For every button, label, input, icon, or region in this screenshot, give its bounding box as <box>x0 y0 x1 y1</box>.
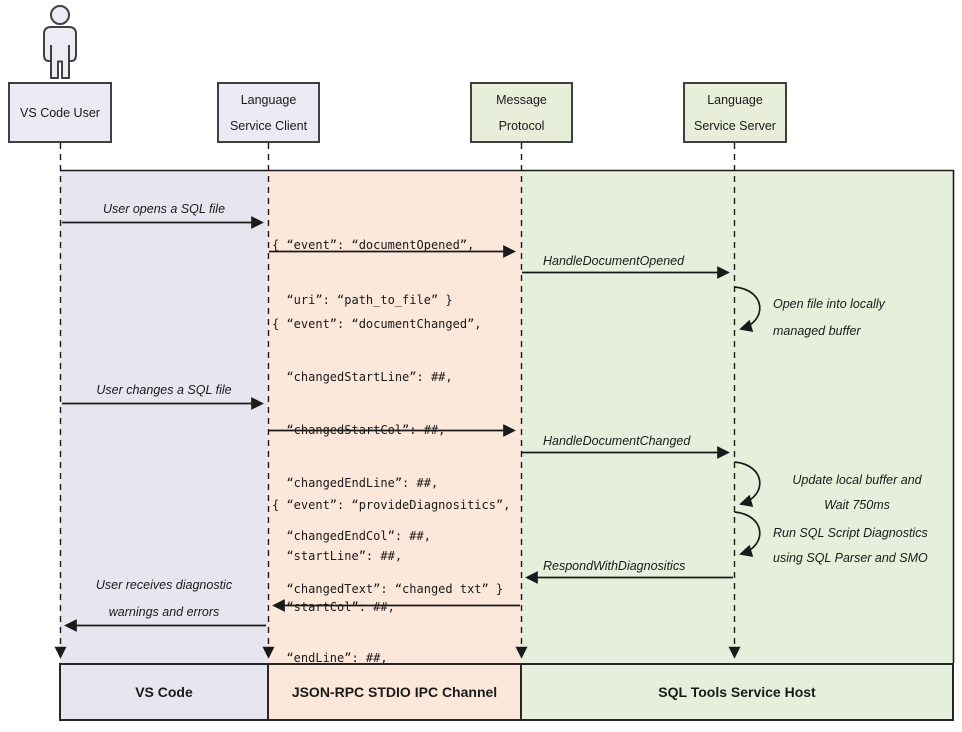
payload-document-opened: { “event”: “documentOpened”, “uri”: “pat… <box>272 204 474 342</box>
message-label-user-receives-line1: User receives diagnostic <box>95 578 233 592</box>
band-service-host <box>521 170 953 663</box>
payload-line: { “event”: “documentOpened”, <box>272 238 475 252</box>
message-label-user-receives: User receives diagnostic warnings and er… <box>60 572 268 626</box>
actor-label-line1: Language <box>707 92 763 107</box>
self-loop-label-line1: Run SQL Script Diagnostics <box>773 526 928 540</box>
self-loop-label-line1: Open file into locally <box>773 297 885 311</box>
message-label-handle-document-changed: HandleDocumentChanged <box>543 434 691 448</box>
self-loop-label-line2: managed buffer <box>773 324 861 338</box>
footer-label: SQL Tools Service Host <box>658 684 816 700</box>
self-loop-label-update-buffer: Update local buffer and Wait 750ms <box>773 468 941 518</box>
payload-line: “endLine”: ##, <box>272 651 388 665</box>
actor-box-message-protocol: Message Protocol <box>470 82 573 143</box>
payload-line: “changedStartCol”: ##, <box>272 423 446 437</box>
payload-line: “changedText”: “changed txt” } <box>272 582 504 596</box>
actor-label-line2: Protocol <box>498 118 545 133</box>
self-loop-label-line2: using SQL Parser and SMO <box>773 551 928 565</box>
payload-line: { “event”: “provideDiagnositics”, <box>272 498 511 512</box>
self-loop-label-line2: Wait 750ms <box>824 498 890 512</box>
actor-label-line1: Message <box>496 92 547 107</box>
footer-label: JSON-RPC STDIO IPC Channel <box>291 684 498 700</box>
payload-line: “changedEndCol”: ##, <box>272 529 431 543</box>
payload-line: “uri”: “path_to_file” } <box>272 293 453 307</box>
footer-box-json-rpc-channel: JSON-RPC STDIO IPC Channel <box>267 663 522 721</box>
message-label-handle-document-opened: HandleDocumentOpened <box>543 254 685 268</box>
message-label-user-opens: User opens a SQL file <box>102 202 226 216</box>
payload-line: { “event”: “documentChanged”, <box>272 317 482 331</box>
payload-document-changed: { “event”: “documentChanged”, “changedSt… <box>272 284 503 630</box>
message-label-user-changes: User changes a SQL file <box>96 383 232 397</box>
message-label-respond-with-diagnostics: RespondWithDiagnositics <box>543 559 686 573</box>
person-icon <box>43 5 77 79</box>
actor-label: VS Code User <box>20 105 100 120</box>
footer-label: VS Code <box>135 684 193 700</box>
message-label-user-receives-line2: warnings and errors <box>108 605 220 619</box>
footer-box-sql-tools-service-host: SQL Tools Service Host <box>520 663 954 721</box>
payload-line: “startCol”: ##, <box>272 600 395 614</box>
actor-label-line2: Service Client <box>229 118 308 133</box>
self-loop-label-run-diagnostics: Run SQL Script Diagnostics using SQL Par… <box>773 521 941 571</box>
payload-line: “changedStartLine”: ##, <box>272 370 453 384</box>
actor-label-line2: Service Server <box>694 118 776 133</box>
footer-box-vs-code: VS Code <box>59 663 269 721</box>
payload-line: “changedEndLine”: ##, <box>272 476 439 490</box>
actor-box-language-service-client: Language Service Client <box>217 82 320 143</box>
actor-label-line1: Language <box>240 92 297 107</box>
actor-box-vs-code-user: VS Code User <box>8 82 112 143</box>
actor-box-language-service-server: Language Service Server <box>683 82 787 143</box>
self-loop-label-open-file: Open file into locally managed buffer <box>773 291 941 345</box>
payload-line: “startLine”: ##, <box>272 549 403 563</box>
self-loop-label-line1: Update local buffer and <box>792 473 922 487</box>
